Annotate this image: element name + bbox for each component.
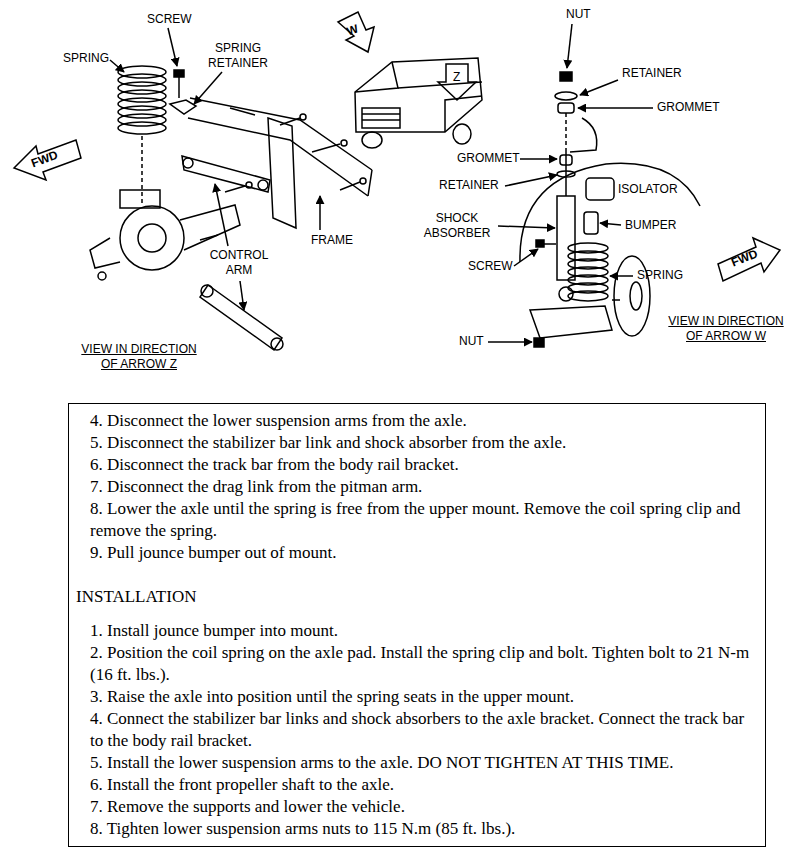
part-label: ISOLATOR <box>618 182 678 197</box>
procedure-step: 9. Pull jounce bumper out of mount. <box>90 542 755 564</box>
part-label: RETAINER <box>439 178 499 193</box>
part-label: FRAME <box>311 233 353 248</box>
part-label: NUT <box>459 334 484 349</box>
part-label: Z <box>453 70 460 85</box>
part-label: VIEW IN DIRECTION OF ARROW Z <box>72 342 206 372</box>
part-label: BUMPER <box>625 218 676 233</box>
procedure-step: 6. Install the front propeller shaft to … <box>90 774 755 796</box>
procedure-step: 2. Position the coil spring on the axle … <box>90 642 755 686</box>
part-label: SPRING <box>637 268 683 283</box>
part-label: GROMMET <box>657 100 720 115</box>
part-label: SPRING <box>63 51 109 66</box>
procedure-step: 5. Install the lower suspension arms to … <box>90 752 755 774</box>
left-view <box>14 28 372 350</box>
procedure-step: 7. Remove the supports and lower the veh… <box>90 796 755 818</box>
part-label: SCREW <box>468 259 513 274</box>
section-heading: INSTALLATION <box>76 586 755 608</box>
instruction-box: 4. Disconnect the lower suspension arms … <box>68 403 766 847</box>
part-label: SCREW <box>147 12 192 27</box>
part-label: GROMMET <box>457 151 520 166</box>
direction-label: W <box>345 22 361 40</box>
part-label: CONTROL ARM <box>198 248 280 278</box>
procedure-step: 6. Disconnect the track bar from the bod… <box>90 454 755 476</box>
procedure-step: 8. Tighten lower suspension arms nuts to… <box>90 818 755 840</box>
procedure-step: 1. Install jounce bumper into mount. <box>90 620 755 642</box>
part-label: VIEW IN DIRECTION OF ARROW W <box>662 314 790 344</box>
part-label: RETAINER <box>622 66 682 81</box>
direction-label: FWD <box>729 246 760 270</box>
part-label: SHOCK ABSORBER <box>418 211 496 241</box>
procedure-step: 3. Raise the axle into position until th… <box>90 686 755 708</box>
part-label: NUT <box>566 7 591 22</box>
procedure-step: 7. Disconnect the drag link from the pit… <box>90 476 755 498</box>
procedure-step: 4. Connect the stabilizer bar links and … <box>90 708 755 752</box>
procedure-step: 5. Disconnect the stabilizer bar link an… <box>90 432 755 454</box>
part-label: SPRING RETAINER <box>197 41 279 71</box>
procedure-step: 8. Lower the axle until the spring is fr… <box>90 498 755 542</box>
right-view <box>338 12 780 347</box>
procedure-step: 4. Disconnect the lower suspension arms … <box>90 410 755 432</box>
